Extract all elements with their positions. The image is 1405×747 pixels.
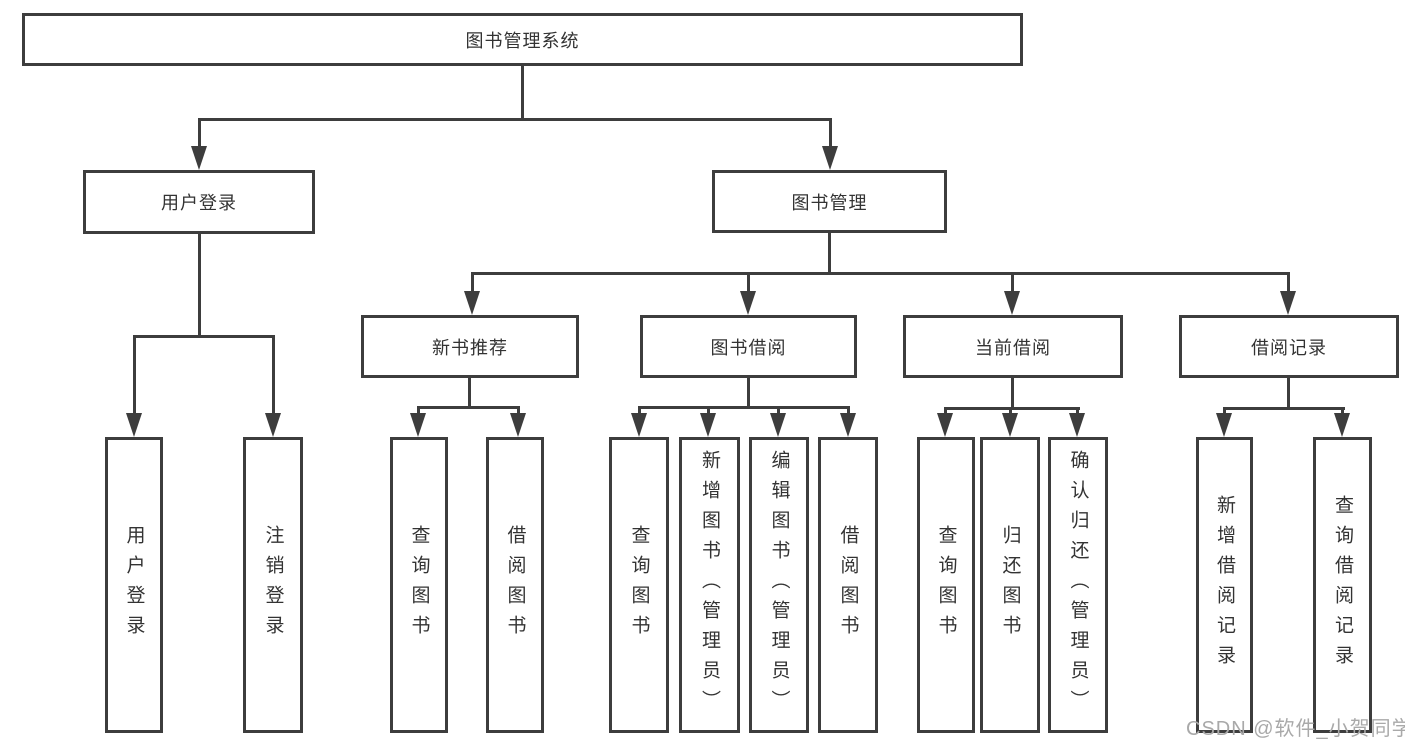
leaf-logout: 注销登录 bbox=[243, 437, 303, 733]
csdn-watermark: CSDN @软件_小贺同学 bbox=[1186, 718, 1405, 740]
arrow-down-icon bbox=[464, 291, 480, 315]
arrow-down-icon bbox=[1216, 413, 1232, 437]
node-borrow-records: 借阅记录 bbox=[1179, 315, 1399, 378]
leaf-user-login: 用户登录 bbox=[105, 437, 163, 733]
arrow-down-icon bbox=[410, 413, 426, 437]
connector-line bbox=[1223, 407, 1345, 410]
connector-line bbox=[1223, 407, 1226, 416]
arrow-down-icon bbox=[631, 413, 647, 437]
connector-line bbox=[944, 407, 947, 416]
connector-line bbox=[417, 406, 520, 409]
leaf-query-books: 查询图书 bbox=[917, 437, 975, 733]
arrow-down-icon bbox=[191, 146, 207, 170]
connector-line bbox=[707, 406, 710, 416]
arrow-down-icon bbox=[126, 413, 142, 437]
arrow-down-icon bbox=[1280, 291, 1296, 315]
leaf-query-books: 查询图书 bbox=[609, 437, 669, 733]
connector-line bbox=[638, 406, 850, 409]
connector-line bbox=[1287, 378, 1290, 407]
connector-line bbox=[199, 118, 832, 121]
arrow-down-icon bbox=[740, 291, 756, 315]
leaf-add-books-admin: 新增图书（管理员） bbox=[679, 437, 740, 733]
connector-line bbox=[133, 335, 275, 338]
node-book-management: 图书管理 bbox=[712, 170, 947, 233]
connector-line bbox=[944, 407, 1080, 410]
leaf-query-books: 查询图书 bbox=[390, 437, 448, 733]
connector-line bbox=[521, 66, 524, 118]
arrow-down-icon bbox=[1334, 413, 1350, 437]
arrow-down-icon bbox=[1069, 413, 1085, 437]
connector-line bbox=[847, 406, 850, 416]
connector-line bbox=[198, 234, 201, 335]
arrow-down-icon bbox=[510, 413, 526, 437]
leaf-return-books: 归还图书 bbox=[980, 437, 1040, 733]
connector-line bbox=[468, 378, 471, 406]
connector-line bbox=[747, 272, 750, 293]
leaf-query-borrow-record: 查询借阅记录 bbox=[1313, 437, 1372, 733]
connector-line bbox=[1011, 378, 1014, 407]
node-new-book-recommend: 新书推荐 bbox=[361, 315, 579, 378]
connector-line bbox=[747, 378, 750, 406]
arrow-down-icon bbox=[770, 413, 786, 437]
connector-line bbox=[1076, 407, 1079, 416]
connector-line bbox=[1009, 407, 1012, 416]
leaf-add-borrow-record: 新增借阅记录 bbox=[1196, 437, 1253, 733]
connector-line bbox=[272, 335, 275, 415]
connector-line bbox=[517, 406, 520, 416]
node-user-login: 用户登录 bbox=[83, 170, 315, 234]
connector-line bbox=[471, 272, 474, 293]
connector-line bbox=[777, 406, 780, 416]
node-current-borrowing: 当前借阅 bbox=[903, 315, 1123, 378]
arrow-down-icon bbox=[937, 413, 953, 437]
connector-line bbox=[1011, 272, 1014, 293]
leaf-edit-books-admin: 编辑图书（管理员） bbox=[749, 437, 809, 733]
connector-line bbox=[471, 272, 1289, 275]
connector-line bbox=[417, 406, 420, 416]
arrow-down-icon bbox=[1002, 413, 1018, 437]
arrow-down-icon bbox=[265, 413, 281, 437]
arrow-down-icon bbox=[700, 413, 716, 437]
connector-line bbox=[828, 233, 831, 272]
connector-line bbox=[638, 406, 641, 416]
leaf-borrow-books: 借阅图书 bbox=[486, 437, 544, 733]
leaf-confirm-return-admin: 确认归还（管理员） bbox=[1048, 437, 1108, 733]
connector-line bbox=[829, 118, 832, 150]
connector-line bbox=[1341, 407, 1344, 416]
arrow-down-icon bbox=[840, 413, 856, 437]
leaf-borrow-books: 借阅图书 bbox=[818, 437, 878, 733]
node-root: 图书管理系统 bbox=[22, 13, 1023, 66]
connector-line bbox=[133, 335, 136, 415]
arrow-down-icon bbox=[822, 146, 838, 170]
arrow-down-icon bbox=[1004, 291, 1020, 315]
connector-line bbox=[198, 118, 201, 150]
node-book-borrowing: 图书借阅 bbox=[640, 315, 857, 378]
connector-line bbox=[1287, 272, 1290, 293]
